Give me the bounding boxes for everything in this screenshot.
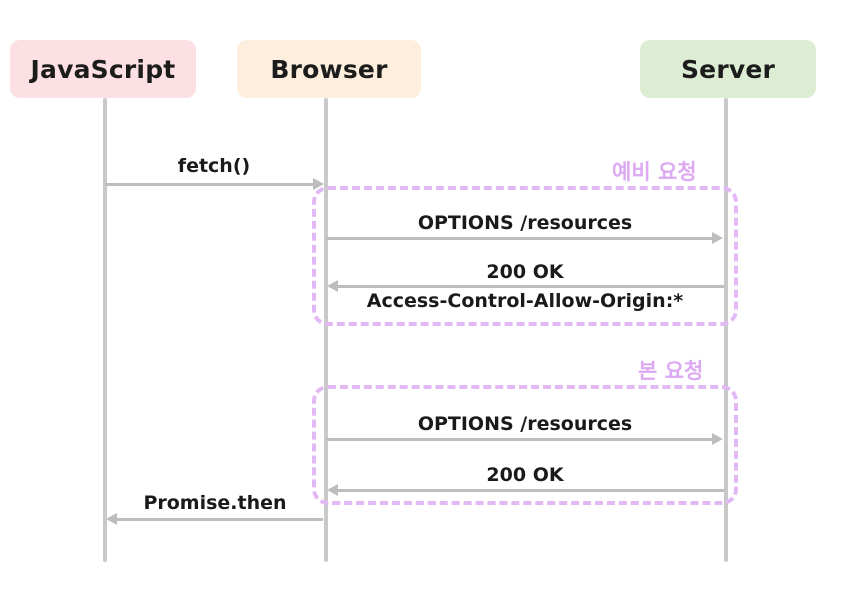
message-label-preflight-acao: Access-Control-Allow-Origin:* <box>366 290 684 312</box>
arrow-head-actual-200-ok <box>327 484 338 496</box>
arrow-head-fetch <box>313 178 324 190</box>
actor-label-javascript: JavaScript <box>30 54 176 84</box>
lifeline-javascript <box>103 98 107 562</box>
actor-box-server: Server <box>640 40 816 98</box>
message-label-fetch: fetch() <box>177 155 251 177</box>
message-line-preflight-response <box>338 285 724 288</box>
lifeline-browser <box>324 98 328 562</box>
message-label-promise-then: Promise.then <box>143 492 287 514</box>
message-line-preflight-options <box>326 237 712 240</box>
group-box-actual <box>312 385 738 505</box>
lifeline-server <box>724 98 728 562</box>
message-line-actual-options <box>326 438 712 441</box>
actor-box-browser: Browser <box>237 40 421 98</box>
actor-label-browser: Browser <box>270 54 388 84</box>
message-label-preflight-options: OPTIONS /resources <box>417 212 633 234</box>
message-line-fetch <box>105 183 317 186</box>
arrow-head-promise-then <box>106 513 117 525</box>
message-label-actual-200-ok: 200 OK <box>486 464 564 486</box>
arrow-head-actual-options <box>712 433 723 445</box>
arrow-head-preflight-response <box>327 280 338 292</box>
group-label-actual: 본 요청 <box>638 359 704 383</box>
group-label-preflight: 예비 요청 <box>612 160 697 184</box>
message-line-promise-then <box>117 518 323 521</box>
actor-box-javascript: JavaScript <box>10 40 196 98</box>
message-label-preflight-200-ok: 200 OK <box>486 261 564 283</box>
arrow-head-preflight-options <box>712 232 723 244</box>
message-label-actual-options: OPTIONS /resources <box>417 413 633 435</box>
actor-label-server: Server <box>680 54 776 84</box>
message-line-actual-200-ok <box>338 489 724 492</box>
